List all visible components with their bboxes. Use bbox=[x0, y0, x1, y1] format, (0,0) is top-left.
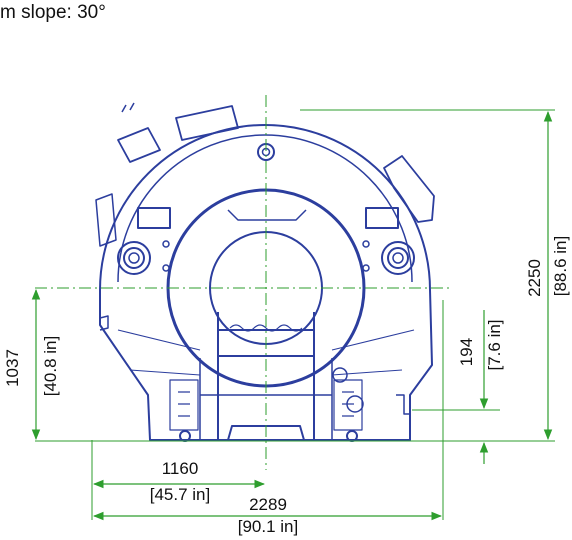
dimension-overall-height: 2250 [88.6 in] bbox=[525, 110, 570, 441]
left-panel-window bbox=[137, 207, 171, 229]
right-foot-step bbox=[396, 394, 410, 415]
dimension-center-height: 1037 [40.8 in] bbox=[3, 288, 60, 441]
half-width-imperial: [45.7 in] bbox=[150, 485, 211, 504]
dimension-half-width: 1160 [45.7 in] bbox=[92, 459, 266, 504]
center-height-metric: 1037 bbox=[3, 349, 22, 387]
overall-height-metric: 2250 bbox=[525, 259, 544, 297]
left-control-knob bbox=[117, 241, 151, 275]
base-offset-metric: 194 bbox=[457, 338, 476, 366]
table-channel bbox=[217, 312, 315, 440]
lower-right-details bbox=[333, 379, 363, 431]
top-wedge bbox=[227, 209, 307, 221]
center-height-imperial: [40.8 in] bbox=[41, 336, 60, 397]
scanner-gantry bbox=[95, 102, 435, 442]
gantry-inner-arc bbox=[117, 134, 413, 283]
base-block bbox=[199, 358, 333, 440]
overall-width-imperial: [90.1 in] bbox=[238, 517, 299, 536]
slope-caption: m slope: 30° bbox=[0, 2, 106, 23]
bore-wavy-edge bbox=[229, 324, 303, 332]
overall-width-metric: 2289 bbox=[249, 495, 287, 514]
dimension-overall-width: 2289 [90.1 in] bbox=[92, 495, 443, 536]
top-left-fixture bbox=[117, 105, 239, 163]
dimension-base-offset: 194 [7.6 in] bbox=[457, 310, 504, 464]
lower-left-details bbox=[169, 379, 199, 431]
right-control-knob bbox=[381, 241, 415, 275]
half-width-metric: 1160 bbox=[162, 459, 199, 478]
centerlines bbox=[35, 95, 555, 520]
base-offset-imperial: [7.6 in] bbox=[485, 319, 504, 370]
left-clip bbox=[99, 315, 109, 331]
left-side-bracket bbox=[95, 193, 117, 247]
side-panel-lines bbox=[117, 329, 415, 376]
gantry-outer-outline bbox=[99, 124, 433, 441]
overall-height-imperial: [88.6 in] bbox=[551, 236, 570, 297]
right-panel-window bbox=[365, 207, 399, 229]
right-side-fixture bbox=[383, 155, 435, 223]
